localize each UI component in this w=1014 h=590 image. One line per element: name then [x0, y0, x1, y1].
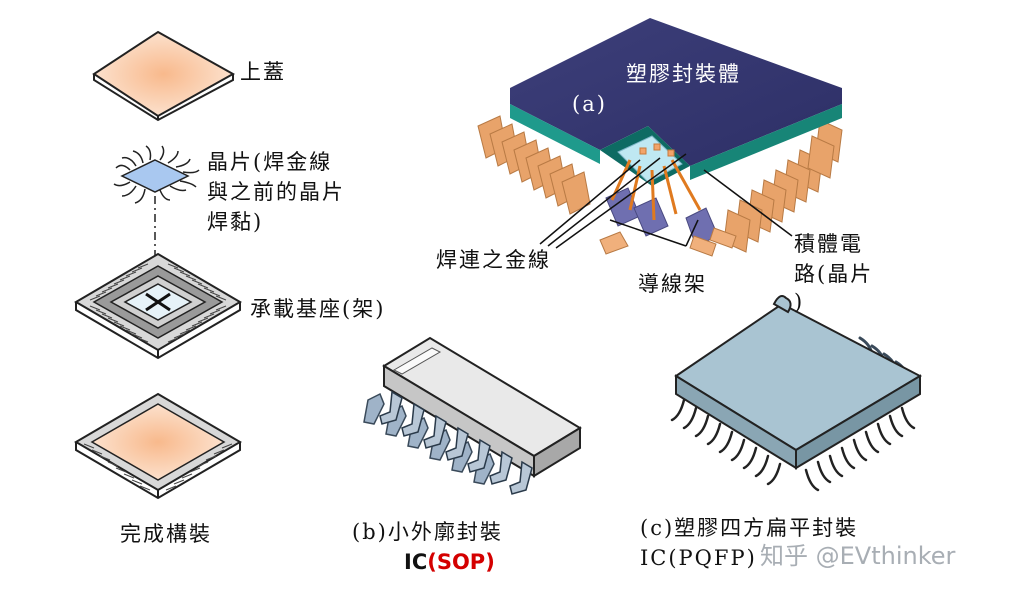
ic-label-line3: ) — [794, 290, 805, 314]
ic-label-line2: 路(晶片 — [794, 262, 874, 286]
chip-label-line2: 與之前的晶片 — [207, 180, 345, 204]
cutaway-package-drawing — [477, 18, 843, 257]
watermark: 知乎 @EVthinker — [760, 542, 956, 570]
chip-label-line3: 焊黏) — [207, 210, 264, 234]
chip-label-line1: 晶片(焊金線 — [207, 150, 333, 174]
ic-label-line1: 積體電 — [794, 232, 863, 256]
pqfp-package-drawing — [670, 295, 923, 492]
gold-wire-label: 焊連之金線 — [436, 248, 551, 272]
sop-caption-ic: IC(SOP) — [404, 550, 495, 575]
lid-drawing — [92, 30, 236, 122]
chip-drawing — [113, 145, 200, 268]
sop-abbrev: (SOP) — [427, 550, 495, 574]
complete-package-label: 完成構裝 — [120, 522, 212, 546]
pqfp-caption-line1: (c)塑膠四方扁平封裝 — [640, 516, 859, 540]
panel-a-tag: (a) — [572, 92, 607, 116]
sop-package-drawing — [363, 336, 582, 495]
sop-caption: (b)小外廓封裝 — [352, 520, 503, 544]
carrier-base-drawing — [74, 252, 242, 360]
carrier-label: 承載基座(架) — [250, 297, 386, 321]
completed-package-drawing — [74, 392, 242, 500]
sop-ic-text: IC — [404, 550, 428, 574]
leadframe-label: 導線架 — [638, 272, 707, 296]
pqfp-caption-line2: IC(PQFP) — [640, 546, 757, 570]
mold-body-label: 塑膠封裝體 — [626, 62, 741, 86]
lid-label: 上蓋 — [240, 60, 286, 84]
